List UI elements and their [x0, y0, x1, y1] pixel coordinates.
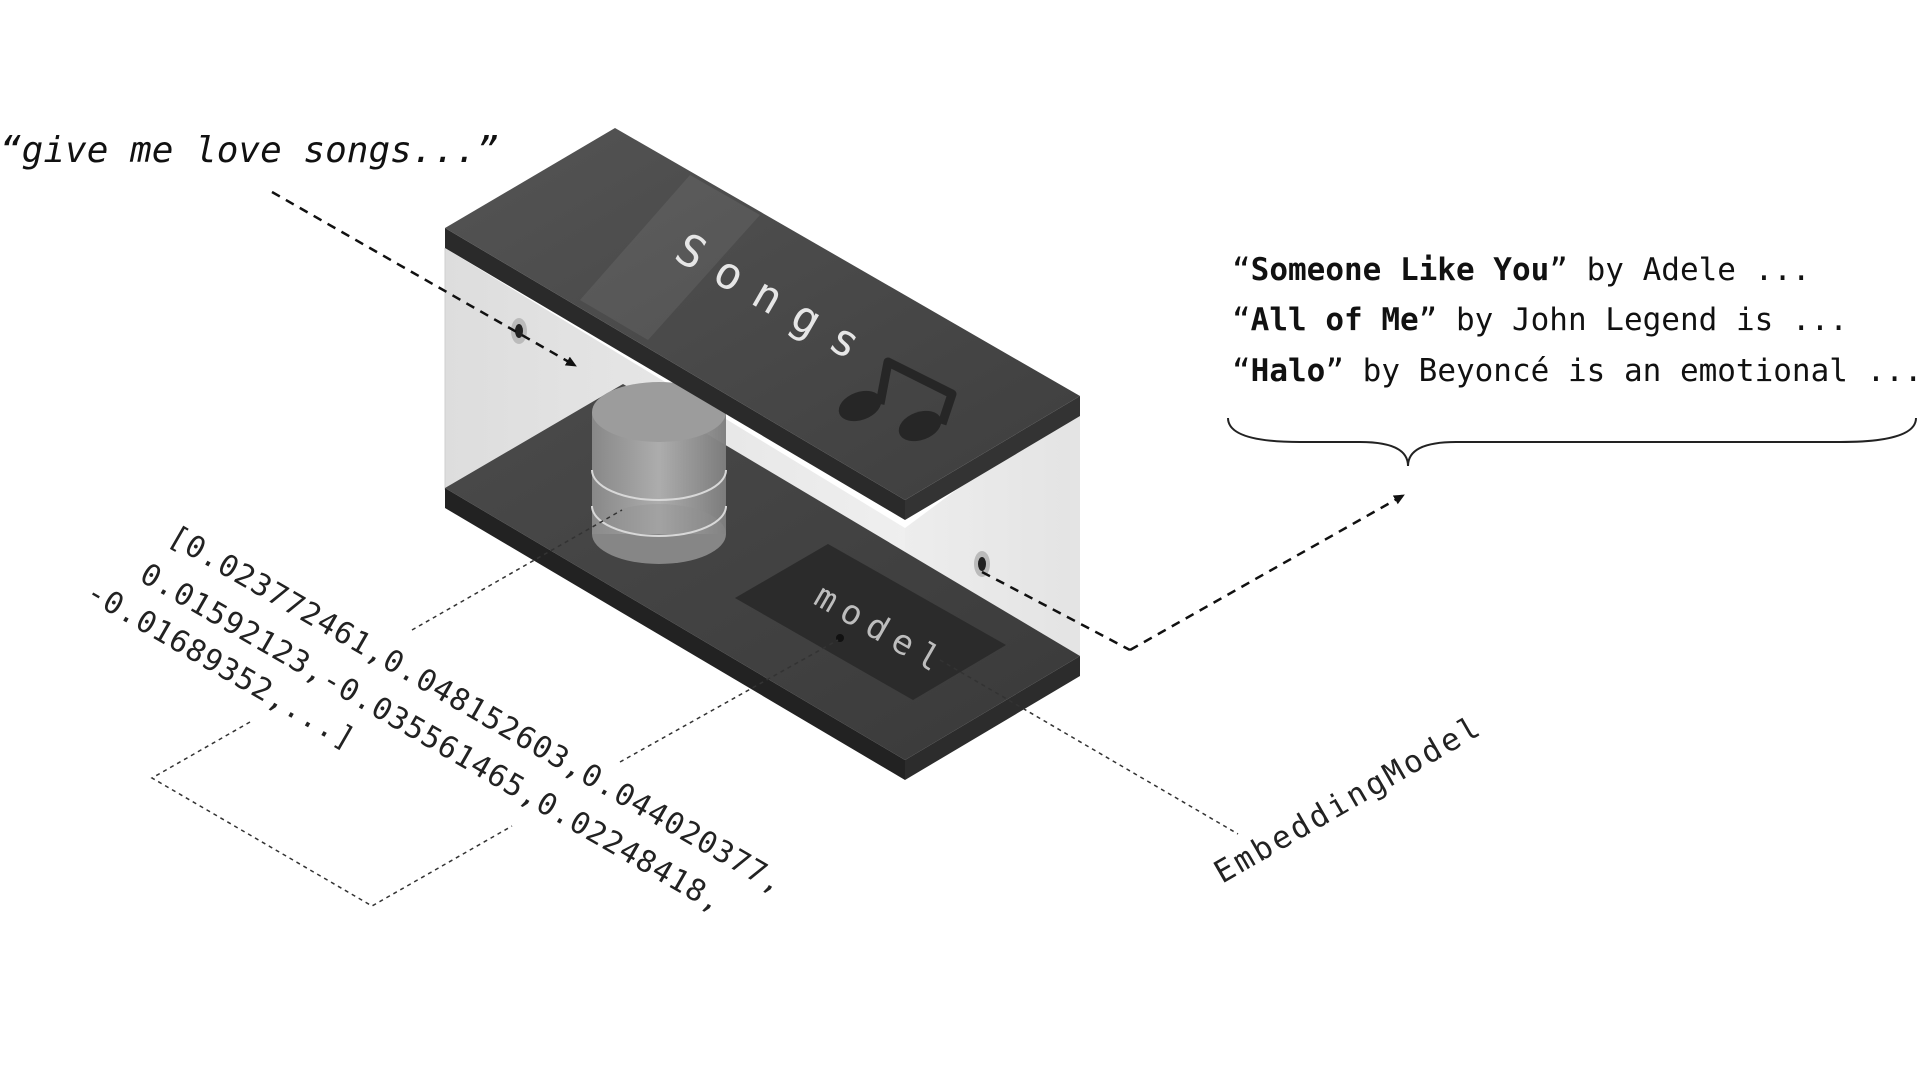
cylinder-leader — [411, 509, 623, 631]
bottom-slab-front — [445, 488, 905, 780]
result-item: “Someone Like You” by Adele ... — [1232, 252, 1811, 288]
query-text: “give me love songs...” — [0, 130, 499, 171]
top-slab-front — [445, 228, 905, 520]
result-item: “All of Me” by John Legend is ... — [1232, 302, 1848, 338]
top-slab-side — [905, 396, 1080, 520]
reflection — [580, 175, 760, 340]
output-arrow-diag — [1129, 493, 1405, 652]
bottom-slab-side — [905, 656, 1080, 780]
results-list: “Someone Like You” by Adele ... “All of … — [1232, 252, 1920, 389]
query-arrow — [271, 190, 577, 368]
embedding-leader — [939, 659, 1239, 835]
output-arrow — [981, 570, 1131, 652]
results-brace — [1227, 417, 1917, 467]
vector-bracket — [150, 721, 513, 907]
result-item: “Halo” by Beyoncé is an emotional ... — [1232, 353, 1920, 389]
embedding-model-label: EmbeddingModel — [1208, 708, 1489, 891]
model-leader — [619, 639, 839, 763]
music-note-icon — [838, 357, 957, 442]
top-slab-top — [445, 128, 1080, 500]
database-cylinder-icon — [591, 382, 727, 564]
model-plate — [735, 544, 1006, 700]
top-slab: Songs — [445, 128, 1080, 520]
